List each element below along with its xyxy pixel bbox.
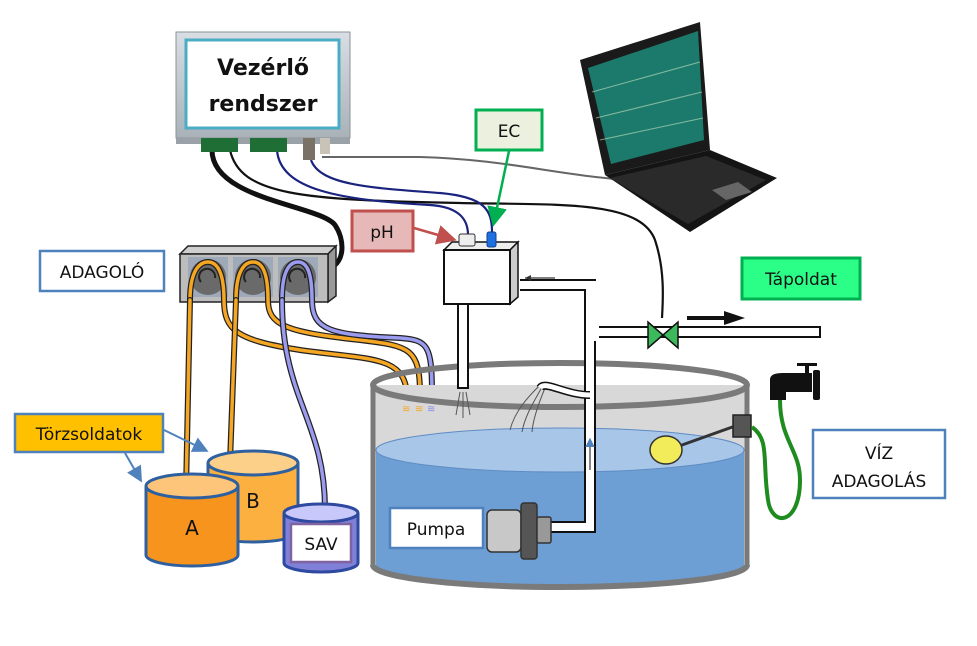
float-valve [649,414,752,465]
tank-b-label: B [246,489,260,513]
tank-a-label: A [185,516,199,540]
flow-arrow-icon [687,311,745,325]
pump [486,502,552,560]
torzsoldatok-callout: Törzsoldatok [13,412,209,483]
sensor-chamber [442,231,520,389]
cables [209,149,701,319]
drips [455,384,546,433]
torzsoldatok-label: Törzsoldatok [35,425,143,445]
dosing-tubes [183,258,435,513]
svg-text:≋: ≋ [415,404,423,415]
tapoldat-label: Tápoldat [764,270,837,290]
bnc-connector [303,138,315,160]
ec-callout: EC [474,108,544,227]
ec-probe [486,231,497,248]
terminal-block-1 [201,138,238,152]
faucet-icon [770,363,820,400]
laptop-screen [588,31,704,164]
circulation-pipe [520,275,596,533]
main-tank [370,360,750,590]
svg-text:≋: ≋ [402,404,410,415]
pumpa-label: Pumpa [407,520,466,540]
adagolo-callout: ADAGOLÓ [38,249,166,293]
viz-label-line2: ADAGOLÁS [832,470,927,492]
tapoldat-callout: Tápoldat [740,256,862,301]
ph-label: pH [370,223,394,243]
laptop [580,22,777,232]
ph-callout: pH [350,209,457,253]
viz-label-line1: VÍZ [865,442,893,464]
ec-label: EC [498,122,521,142]
usb-connector [320,138,330,154]
dose-drops: ≋ ≋ ≋ [402,404,435,415]
controller-title-line1: Vezérlő [217,56,309,81]
stock-tank-a: A [144,472,240,568]
controller-box: Vezérlő rendszer [175,31,351,160]
controller-title-line2: rendszer [209,92,318,117]
valve-icon [647,320,679,350]
pumpa-callout: Pumpa [388,506,485,550]
water-surface [375,427,745,473]
adagolo-label: ADAGOLÓ [60,261,145,283]
svg-text:≋: ≋ [427,404,435,415]
float-ball [649,435,683,465]
acid-tank-label: SAV [304,535,338,555]
terminal-block-2 [250,138,287,152]
water-hose [750,399,803,520]
acid-tank: SAV [282,502,360,574]
outlet-pipe [591,281,821,341]
viz-adagolas-callout: VÍZ ADAGOLÁS [811,428,947,500]
ph-probe [458,233,476,247]
